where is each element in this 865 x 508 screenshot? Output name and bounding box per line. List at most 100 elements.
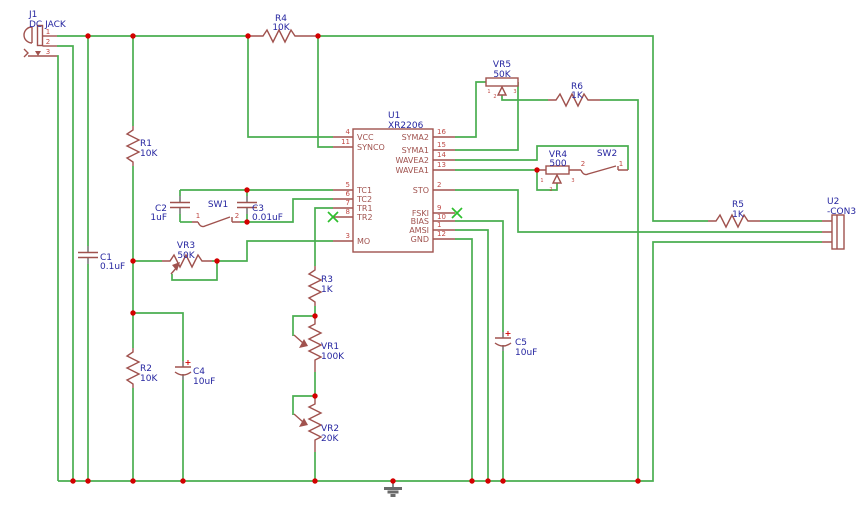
wire-r6-to-ground[interactable] (600, 99, 639, 481)
u1-pin-tr2: TR2 (356, 213, 373, 222)
r2-ref: R2 (140, 364, 152, 374)
vr1-wiper-arrow-icon (299, 339, 308, 348)
vr1-body (307, 316, 323, 372)
potentiometer-vr3[interactable]: VR3 50K (162, 241, 212, 275)
junction-dot (130, 33, 136, 39)
vr3-value: 50K (177, 251, 195, 261)
wire-vr1-loop[interactable] (292, 315, 315, 336)
u1-pin-tc1: TC1 (356, 186, 372, 195)
vr3-body (162, 253, 212, 269)
junction-dot (500, 478, 506, 484)
wire-wavea2-to-sw2[interactable] (455, 145, 629, 170)
wire-j1-pin3-to-ground[interactable] (57, 55, 59, 481)
potentiometer-vr2[interactable]: VR2 20K (293, 396, 339, 452)
wire-tr1-to-r3[interactable] (314, 207, 333, 266)
u1-pin13-number: 13 (437, 161, 446, 169)
vr3-wiper-arrow-icon (172, 262, 180, 271)
r1-ref: R1 (140, 139, 152, 149)
vr1-value: 100K (321, 352, 345, 362)
vr2-wiper-arm (293, 413, 304, 423)
u1-pin3-number: 3 (346, 232, 350, 240)
wire-vcc-to-pin4[interactable] (247, 36, 333, 138)
capacitor-c4[interactable]: + C4 10uF (174, 358, 215, 387)
wire-rail-to-synco[interactable] (317, 36, 333, 148)
wire-ground-rail[interactable] (58, 241, 822, 482)
vr5-value: 50K (493, 70, 511, 80)
u1-pin15-number: 15 (437, 141, 446, 149)
junction-dot (635, 478, 641, 484)
vr3-ref: VR3 (177, 241, 195, 251)
u2-pin-stubs (822, 220, 832, 243)
u1-pin2-number: 2 (437, 181, 441, 189)
r4-ref: R4 (275, 14, 287, 24)
u1-pin-synco: SYNCO (357, 143, 385, 152)
trimmer-vr5[interactable]: VR5 50K 1 2 3 (485, 60, 519, 100)
vr5-wiper-arrow-icon (496, 85, 508, 96)
wire-vr5-wiper-to-r6[interactable] (501, 95, 548, 101)
wire-c4-branch[interactable] (133, 312, 184, 361)
wire-vr3-to-mo[interactable] (212, 240, 333, 262)
wire-vcc-top-rail-right[interactable] (318, 35, 708, 222)
capacitor-c1[interactable]: C1 0.1uF (78, 246, 125, 272)
r3-ref: R3 (321, 275, 333, 285)
capacitor-c5[interactable]: + C5 10uF (494, 329, 537, 358)
resistor-r6[interactable]: R6 1K (548, 82, 600, 108)
jack-spring-icon (23, 48, 29, 58)
u1-value: XR2206 (388, 121, 424, 131)
junction-dot (244, 219, 250, 225)
u1-pin-tr1: TR1 (356, 204, 373, 213)
u1-pin-amsi: AMSI (409, 226, 429, 235)
wire-j1-pin2-to-ground[interactable] (57, 45, 74, 481)
junction-dots (70, 33, 641, 484)
resistor-r2[interactable]: R2 10K (125, 348, 158, 388)
junction-dot (469, 478, 475, 484)
vr5-pin2-number: 2 (493, 94, 496, 100)
wire-sto-to-con[interactable] (455, 189, 822, 233)
sw2-ref: SW2 (597, 149, 617, 159)
trimmer-vr4[interactable]: VR4 500 1 2 3 (537, 150, 575, 193)
capacitor-c2[interactable]: C2 1uF (150, 196, 190, 223)
resistor-r5[interactable]: R5 1K (708, 200, 760, 229)
wire-sw1-to-tc2[interactable] (240, 198, 333, 223)
junction-dot (485, 478, 491, 484)
junction-dot (312, 393, 318, 399)
u1-ref: U1 (388, 111, 400, 121)
r2-value: 10K (140, 374, 158, 384)
switch-sw1[interactable]: SW1 1 2 (192, 200, 240, 228)
u1-pin-tc2: TC2 (356, 195, 372, 204)
potentiometer-vr1[interactable]: VR1 100K (293, 316, 345, 372)
vr2-value: 20K (321, 434, 339, 444)
r1-body (125, 126, 141, 166)
junction-dot (534, 167, 540, 173)
c2-plates (170, 201, 190, 209)
resistor-r4[interactable]: R4 10K (248, 14, 318, 44)
vr4-value: 500 (549, 159, 566, 169)
wire-vr2-loop[interactable] (292, 395, 315, 415)
wire-amsi-to-ground[interactable] (455, 229, 489, 481)
c3-plates (237, 201, 257, 209)
no-connect-x-pin9-icon (451, 207, 463, 219)
wire-syma1-to-vr5[interactable] (455, 82, 519, 151)
resistor-r3[interactable]: R3 1K (307, 266, 334, 306)
wire-bias-to-c5[interactable] (455, 220, 504, 332)
wire-icgnd-to-ground[interactable] (455, 238, 473, 481)
resistor-r1[interactable]: R1 10K (125, 126, 158, 166)
u1-pin10-number: 10 (437, 213, 446, 221)
connector-u2[interactable]: U2 -CON3 (822, 197, 856, 250)
u1-pin-sto: STO (413, 186, 429, 195)
capacitor-c3[interactable]: C3 0.01uF (237, 196, 283, 223)
u1-pin-wavea1: WAVEA1 (395, 166, 429, 175)
wire-vr4-wiper-loop[interactable] (536, 170, 558, 191)
switch-sw2[interactable]: SW2 2 1 (575, 149, 628, 176)
wire-syma2-to-vr5[interactable] (455, 81, 486, 138)
u1-pin-mo: MO (357, 237, 370, 246)
u1-pin14-number: 14 (437, 151, 446, 159)
wire-vr3-wiper-loop[interactable] (171, 261, 218, 281)
vr4-body (545, 165, 570, 175)
vr4-ref: VR4 (549, 150, 567, 160)
dc-jack-j1[interactable]: J1 DC JACK 1 2 3 (23, 10, 67, 58)
ic-u1-xr2206[interactable]: U1 XR2206 4 11 5 6 7 8 3 VCC SYNCO TC1 T… (333, 111, 455, 253)
r1-value: 10K (140, 149, 158, 159)
u1-pin4-number: 4 (346, 128, 351, 136)
